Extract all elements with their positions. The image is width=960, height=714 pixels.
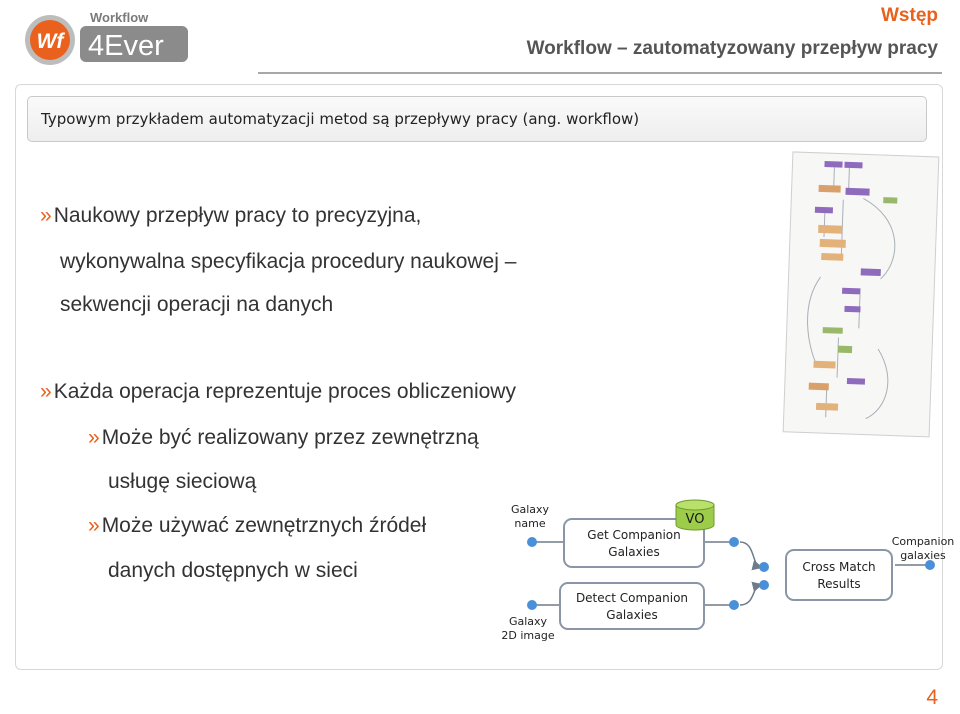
input-galaxy-image-line-1: Galaxy xyxy=(509,615,548,628)
section-title: Wstęp xyxy=(881,5,938,26)
process-get-companion-line-2: Galaxies xyxy=(608,545,659,559)
input-port-cross-match-2 xyxy=(759,580,769,590)
bullet-marker: » xyxy=(88,426,100,449)
input-galaxy-name-line-1: Galaxy xyxy=(511,503,550,516)
process-cross-match-line-1: Cross Match xyxy=(802,560,875,574)
input-galaxy-name-line-2: name xyxy=(514,517,545,530)
input-port-cross-match-1 xyxy=(759,562,769,572)
input-galaxy-image-line-2: 2D image xyxy=(501,629,554,642)
intro-banner: Typowym przykładem automatyzacji metod s… xyxy=(27,96,927,142)
output-companion-galaxies-line-2: galaxies xyxy=(900,549,946,562)
bullet-marker: » xyxy=(40,204,52,227)
input-port-galaxy-name xyxy=(527,537,537,547)
workflow-diagram: Galaxy name Galaxy 2D image Get Companio… xyxy=(501,499,955,642)
logo-name-text: 4Ever xyxy=(88,30,164,62)
process-detect-companion-line-1: Detect Companion xyxy=(576,591,688,605)
process-cross-match-line-2: Results xyxy=(817,577,860,591)
intro-banner-text: Typowym przykładem automatyzacji metod s… xyxy=(41,110,640,128)
bullet-2: »Każda operacja reprezentuje proces obli… xyxy=(40,370,516,414)
output-port-companion-galaxies xyxy=(925,560,935,570)
workflow-graph-image xyxy=(782,151,940,438)
sub-bullet-1-line-2: usługę sieciową xyxy=(108,470,257,493)
sub-bullet-2-line-2: danych dostępnych w sieci xyxy=(108,559,358,582)
vo-database: VO xyxy=(675,499,715,531)
process-get-companion-line-1: Get Companion xyxy=(587,528,680,542)
output-companion-galaxies-line-1: Companion xyxy=(892,535,955,548)
process-detect-companion-galaxies xyxy=(559,582,705,630)
vo-label: VO xyxy=(686,512,705,527)
bullet-1-line-3: sekwencji operacji na danych xyxy=(60,293,334,316)
output-port-get-companion xyxy=(729,537,739,547)
logo-name-plate xyxy=(80,26,188,62)
bullet-1: »Naukowy przepływ pracy to precyzyjna, xyxy=(40,194,421,238)
process-detect-companion-line-2: Galaxies xyxy=(606,608,657,622)
bullet-marker: » xyxy=(88,514,100,537)
bullet-marker: » xyxy=(40,380,52,403)
workflow4ever-logo: Wf Workflow 4Ever xyxy=(25,10,188,65)
process-cross-match-results xyxy=(785,549,893,601)
process-get-companion-galaxies xyxy=(563,518,705,568)
sub-bullet-2-line-1: Może używać zewnętrznych źródeł xyxy=(101,514,427,537)
bullet-1-line-2: wykonywalna specyfikacja procedury nauko… xyxy=(60,250,517,273)
bullet-2-line-1: Każda operacja reprezentuje proces oblic… xyxy=(53,380,516,403)
logo-badge xyxy=(30,20,70,60)
page-number: 4 xyxy=(926,686,938,709)
sub-bullet-1-line-1: Może być realizowany przez zewnętrzną xyxy=(101,426,479,449)
slide-subtitle: Workflow – zautomatyzowany przepływ prac… xyxy=(526,38,938,59)
logo-badge-text: Wf xyxy=(37,30,66,53)
sub-bullet-1: »Może być realizowany przez zewnętrzną xyxy=(88,416,479,460)
sub-bullet-2: »Może używać zewnętrznych źródeł xyxy=(88,504,426,548)
bullet-1-line-1: Naukowy przepływ pracy to precyzyjna, xyxy=(53,204,422,227)
header-rule xyxy=(258,72,942,74)
input-port-galaxy-image xyxy=(527,600,537,610)
output-port-detect-companion xyxy=(729,600,739,610)
logo-top-text: Workflow xyxy=(90,10,149,25)
